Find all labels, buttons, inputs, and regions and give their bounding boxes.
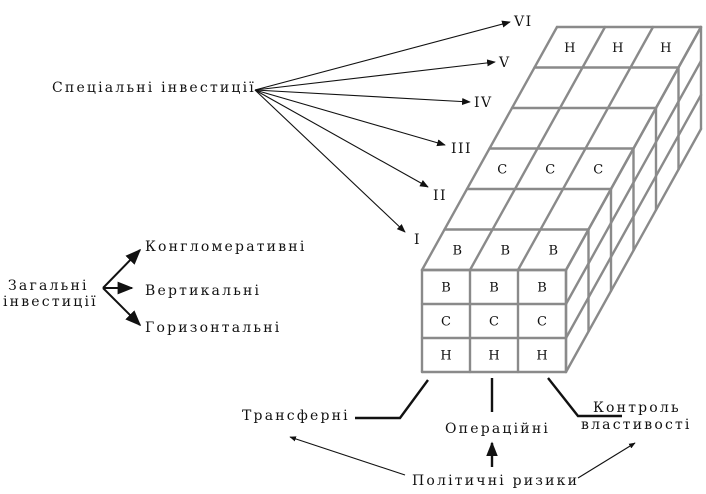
level-i-label: I [414,232,421,248]
top-cell-level-i-2: В [548,243,558,258]
arrow-to-level-ii [254,89,429,188]
special-investment-arrows [254,20,511,233]
level-vi-label: VI [513,14,533,30]
arrow-to-level-v [254,59,496,91]
general-investments-label-line2: інвестиції [3,294,98,310]
ownership-connector [547,377,622,418]
transfer-connector [355,379,429,420]
arrow-to-level-i [254,89,406,233]
risk-connectors [355,377,622,420]
operational-risk-label: Операційні [445,421,550,437]
front-cell-1-2: С [537,315,547,330]
front-cell-2-0: Н [440,349,451,364]
ownership-risk-label-line2: властивості [581,417,692,433]
arrow-to-level-vi [254,20,511,91]
arrow-to-level-iii [254,89,446,147]
investment-cube-grid [420,25,703,374]
political-risks-label: Політичні ризики [412,473,579,489]
general-investments-label-line1: Загальні [8,278,89,294]
political-to-transfer-arrow [289,436,406,476]
investment-cube-letters: В В В С С С Н Н Н В В В С С С Н Н Н [440,41,671,364]
arrow-to-level-iv [254,89,471,106]
top-cell-level-i-0: В [452,243,462,258]
level-iii-label: III [451,141,472,157]
political-to-ownership-arrow [577,442,636,479]
top-cell-level-iii-0: С [497,162,507,177]
vertical-label: Вертикальні [145,283,261,299]
front-cell-1-0: С [441,315,451,330]
level-ii-label: II [433,188,447,204]
front-cell-0-1: В [489,281,499,296]
conglomerate-label: Конгломеративні [145,239,307,255]
top-cell-level-iii-1: С [545,162,555,177]
ownership-risk-label-line1: Контроль [593,400,681,416]
general-investment-arrows [102,248,142,327]
top-cell-level-i-1: В [500,243,510,258]
horizontal-label: Горизонтальні [145,320,281,336]
top-cell-level-iii-2: С [593,162,603,177]
transfer-risk-label: Трансферні [242,408,350,424]
political-risk-arrows [289,436,636,479]
top-cell-level-vi-0: Н [564,41,575,56]
front-cell-2-1: Н [488,349,499,364]
front-cell-1-1: С [489,315,499,330]
front-cell-0-2: В [537,281,547,296]
level-iv-label: IV [474,95,493,111]
level-v-label: V [498,55,511,71]
top-cell-level-vi-1: Н [612,41,623,56]
special-investments-label: Спеціальні інвестиції [52,80,256,96]
top-cell-level-vi-2: Н [660,41,671,56]
front-cell-0-0: В [441,281,451,296]
front-cell-2-2: Н [536,349,547,364]
